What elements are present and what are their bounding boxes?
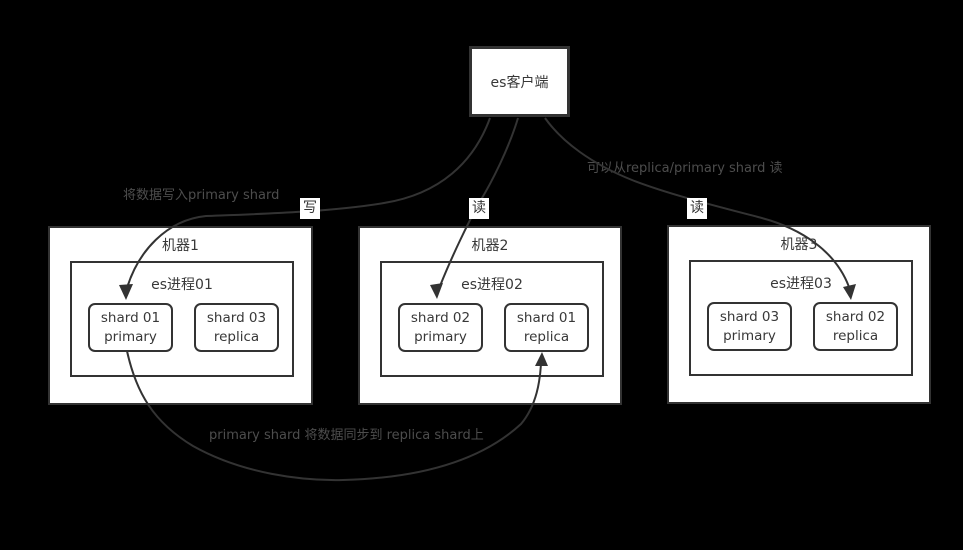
read-badge-2: 读 — [687, 198, 707, 219]
process-1-title: es进程01 — [151, 277, 213, 293]
shard-role: primary — [104, 328, 157, 345]
es-client-box: es客户端 — [469, 46, 570, 117]
machine-box-1: 机器1 es进程01 shard 01 primary shard 03 rep… — [48, 226, 313, 405]
shard-name: shard 01 — [516, 310, 577, 327]
process-3-title: es进程03 — [770, 276, 832, 292]
write-hint-label: 将数据写入primary shard — [123, 188, 280, 203]
process-2-title: es进程02 — [461, 277, 523, 293]
shard-box-02-replica: shard 02 replica — [813, 302, 898, 351]
es-client-label: es客户端 — [490, 74, 549, 91]
shard-role: primary — [723, 327, 776, 344]
shard-box-01-replica: shard 01 replica — [504, 303, 589, 352]
shard-name: shard 03 — [206, 310, 267, 327]
shard-role: primary — [414, 328, 467, 345]
shard-name: shard 02 — [410, 310, 471, 327]
shard-box-02-primary: shard 02 primary — [398, 303, 483, 352]
machine-1-title: 机器1 — [162, 238, 199, 254]
shard-role: replica — [832, 327, 879, 344]
machine-2-title: 机器2 — [471, 238, 509, 254]
read-badge-1: 读 — [469, 198, 489, 219]
shard-role: replica — [523, 328, 570, 345]
machine-box-2: 机器2 es进程02 shard 02 primary shard 01 rep… — [358, 226, 622, 405]
shard-box-03-replica: shard 03 replica — [194, 303, 279, 352]
process-box-2: es进程02 shard 02 primary shard 01 replica — [380, 261, 604, 377]
sync-hint-label: primary shard 将数据同步到 replica shard上 — [209, 428, 484, 443]
shard-box-01-primary: shard 01 primary — [88, 303, 173, 352]
shard-name: shard 01 — [100, 310, 161, 327]
shard-box-03-primary: shard 03 primary — [707, 302, 792, 351]
shard-name: shard 03 — [719, 309, 780, 326]
machine-box-3: 机器3 es进程03 shard 03 primary shard 02 rep… — [667, 225, 931, 404]
process-box-3: es进程03 shard 03 primary shard 02 replica — [689, 260, 913, 376]
machine-3-title: 机器3 — [780, 237, 818, 253]
shard-name: shard 02 — [825, 309, 886, 326]
write-badge: 写 — [300, 198, 320, 219]
process-box-1: es进程01 shard 01 primary shard 03 replica — [70, 261, 294, 377]
shard-role: replica — [213, 328, 260, 345]
read-hint-label: 可以从replica/primary shard 读 — [587, 161, 783, 176]
